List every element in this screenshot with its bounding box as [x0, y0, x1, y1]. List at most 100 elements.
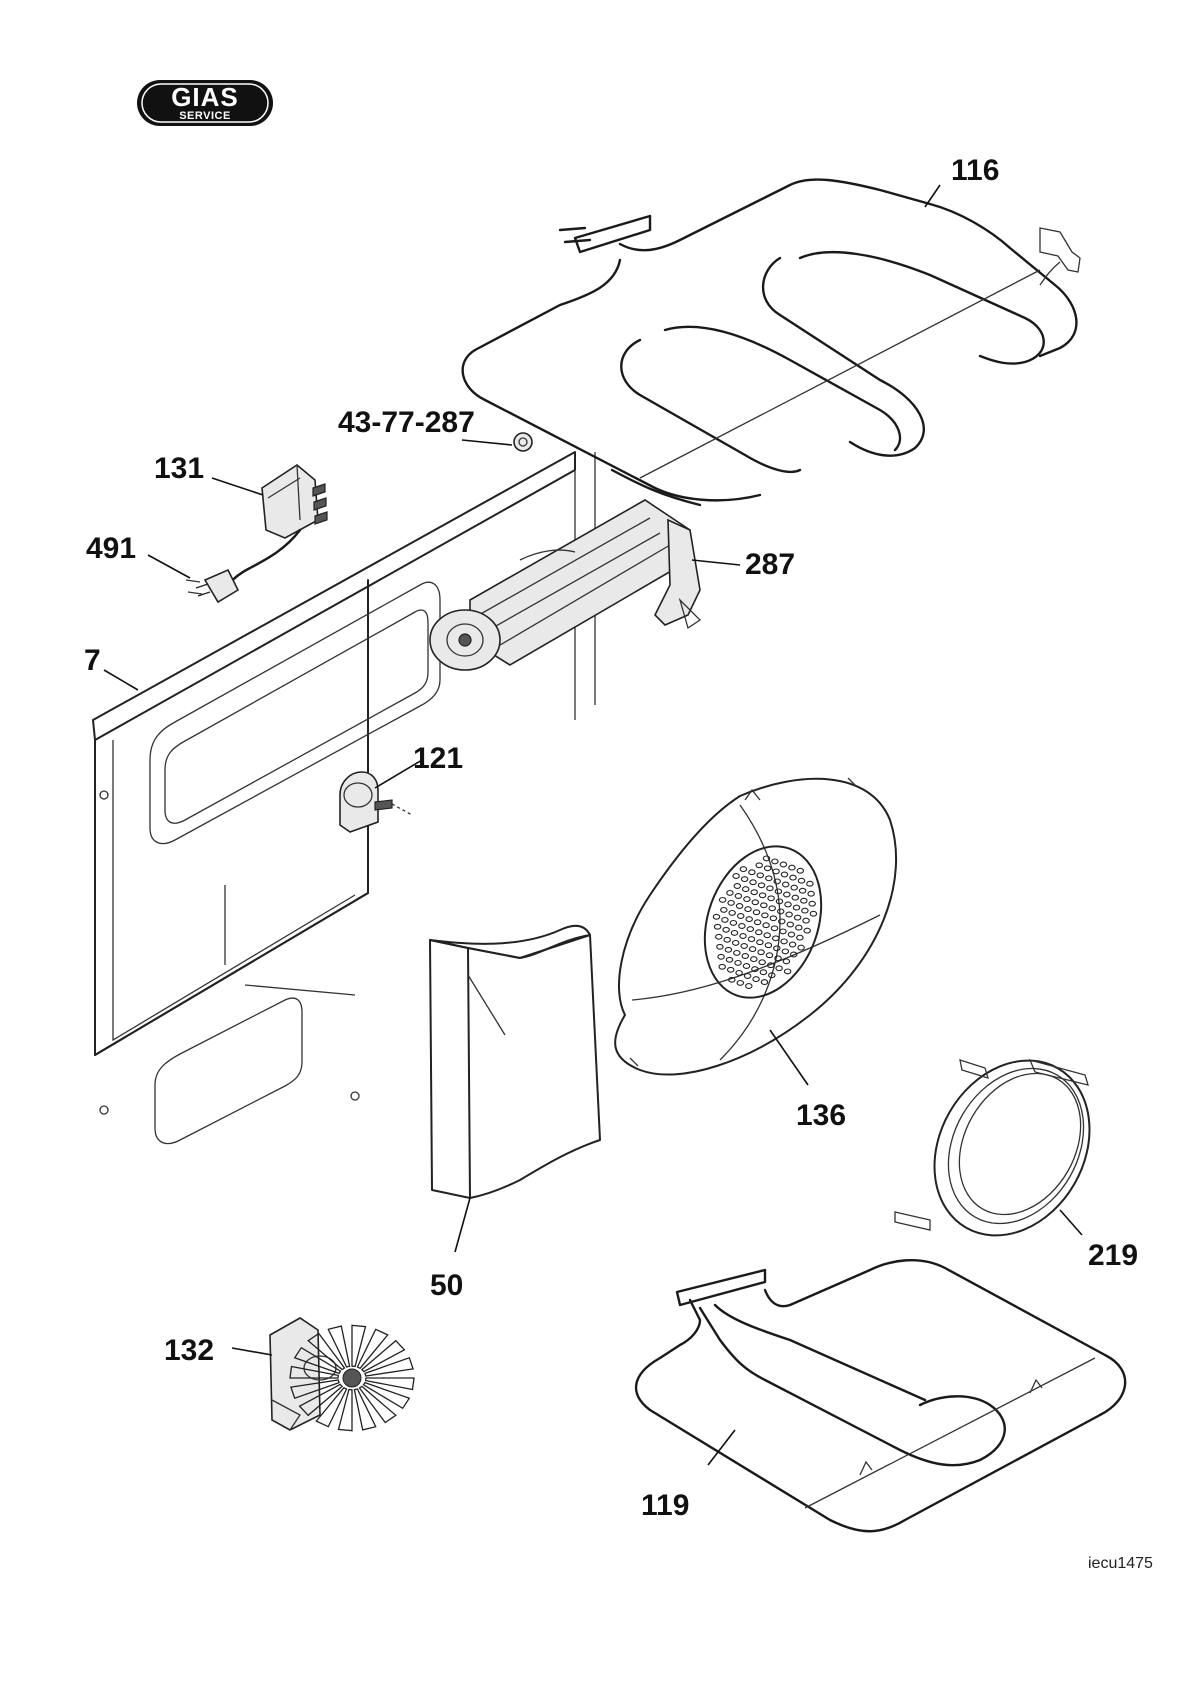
- perforation-hole: [728, 967, 734, 972]
- perforation-hole: [776, 966, 782, 971]
- perforation-hole: [734, 884, 740, 889]
- perforation-hole: [808, 891, 814, 896]
- impeller-blade: [352, 1325, 366, 1366]
- perforation-hole: [758, 950, 764, 955]
- perforation-hole: [780, 862, 786, 867]
- perforation-hole: [785, 902, 791, 907]
- perforation-hole: [783, 882, 789, 887]
- perforation-hole: [786, 912, 792, 917]
- perforation-hole: [722, 918, 728, 923]
- part-132-fan-motor: [270, 1318, 414, 1431]
- perforation-hole: [782, 949, 788, 954]
- perforation-hole: [716, 934, 722, 939]
- perforation-hole: [757, 940, 763, 945]
- perforation-hole: [764, 933, 770, 938]
- part-121-thermostat: [340, 772, 412, 832]
- perforation-hole: [729, 911, 735, 916]
- perforation-hole: [757, 873, 763, 878]
- perforation-hole: [762, 913, 768, 918]
- perforation-hole: [733, 874, 739, 879]
- perforation-hole: [744, 974, 750, 979]
- perforation-hole: [738, 914, 744, 919]
- perforation-hole: [781, 939, 787, 944]
- perforation-hole: [810, 911, 816, 916]
- callout-219: 219: [1088, 1239, 1138, 1272]
- perforation-hole: [758, 883, 764, 888]
- perforation-hole: [746, 917, 752, 922]
- perforation-hole: [733, 941, 739, 946]
- perforation-hole: [761, 980, 767, 985]
- perforation-hole: [797, 868, 803, 873]
- perforation-hole: [804, 928, 810, 933]
- perforation-hole: [766, 953, 772, 958]
- perforation-hole: [766, 876, 772, 881]
- part-287-tangential-fan: [430, 500, 700, 670]
- perforation-hole: [784, 892, 790, 897]
- perforation-hole: [744, 897, 750, 902]
- perforation-hole: [741, 877, 747, 882]
- perforation-hole: [797, 935, 803, 940]
- part-131-terminal-block: [262, 465, 327, 538]
- impeller-hub: [343, 1369, 361, 1387]
- perforation-hole: [769, 906, 775, 911]
- perforation-hole: [792, 895, 798, 900]
- perforation-hole: [727, 891, 733, 896]
- perforation-hole: [759, 960, 765, 965]
- perforation-hole: [789, 942, 795, 947]
- perforation-hole: [740, 934, 746, 939]
- perforation-hole: [745, 907, 751, 912]
- perforation-hole: [796, 925, 802, 930]
- perforation-hole: [719, 898, 725, 903]
- callout-136: 136: [796, 1099, 846, 1132]
- callout-132: 132: [164, 1334, 214, 1367]
- perforation-hole: [790, 875, 796, 880]
- perforation-hole: [778, 909, 784, 914]
- perforation-hole: [751, 890, 757, 895]
- perforation-hole: [794, 915, 800, 920]
- perforation-hole: [783, 959, 789, 964]
- perforation-hole: [730, 921, 736, 926]
- gias-service-logo: GIAS SERVICE: [137, 80, 273, 126]
- perforation-hole: [741, 944, 747, 949]
- perforation-hole: [721, 908, 727, 913]
- perforation-hole: [763, 923, 769, 928]
- logo-sub-text: SERVICE: [179, 110, 231, 122]
- callout-491: 491: [86, 532, 136, 565]
- impeller-blade: [357, 1329, 387, 1368]
- perforation-hole: [756, 863, 762, 868]
- perforation-hole: [746, 984, 752, 989]
- impeller-blade: [316, 1388, 346, 1427]
- perforation-hole: [740, 867, 746, 872]
- perforation-hole: [803, 918, 809, 923]
- part-136-fan-cover: [615, 778, 896, 1075]
- part-119-lower-element: [636, 1260, 1125, 1531]
- perforation-hole: [759, 893, 765, 898]
- perforation-hole: [799, 888, 805, 893]
- perforation-hole: [723, 927, 729, 932]
- perforation-hole: [787, 922, 793, 927]
- perforation-hole: [718, 954, 724, 959]
- perforation-hole: [788, 932, 794, 937]
- perforation-hole: [774, 879, 780, 884]
- perforation-hole: [781, 872, 787, 877]
- callout-116: 116: [951, 154, 999, 187]
- perforation-hole: [771, 926, 777, 931]
- part-116-grill-element: [463, 180, 1080, 505]
- perforation-hole: [752, 900, 758, 905]
- perforation-hole: [748, 937, 754, 942]
- perforation-hole: [789, 865, 795, 870]
- perforation-hole: [761, 903, 767, 908]
- perforation-hole: [734, 951, 740, 956]
- part-491-mains-cable: [186, 530, 300, 602]
- perforation-hole: [809, 901, 815, 906]
- perforation-hole: [764, 866, 770, 871]
- logo-main-text: GIAS: [171, 82, 239, 112]
- part-219-door-seal: [895, 1032, 1120, 1263]
- callout-43-77-287: 43-77-287: [338, 406, 475, 439]
- callout-7: 7: [84, 644, 101, 677]
- perforation-hole: [724, 937, 730, 942]
- perforation-hole: [739, 924, 745, 929]
- perforation-hole: [774, 946, 780, 951]
- perforation-hole: [801, 898, 807, 903]
